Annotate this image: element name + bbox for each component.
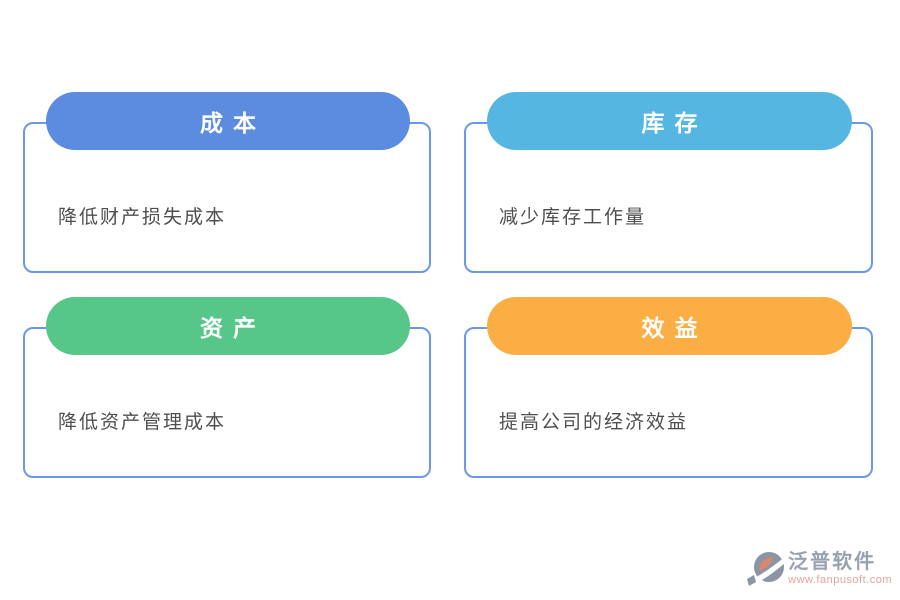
card-benefit-header-pill: 效益 (487, 297, 852, 355)
card-cost-header-pill: 成本 (46, 92, 410, 150)
fanpu-logo: 泛普软件 www.fanpusoft.com (746, 550, 892, 590)
fanpu-logo-name: 泛普软件 (788, 551, 877, 573)
card-asset-title: 资产 (200, 315, 266, 341)
card-cost-title: 成本 (200, 110, 266, 136)
card-inventory-title: 库存 (641, 110, 708, 136)
card-inventory-header-pill: 库存 (487, 92, 852, 150)
card-cost-body: 降低财产损失成本 (58, 207, 227, 228)
card-asset-header-pill: 资产 (46, 297, 410, 355)
card-benefit-body: 提高公司的经济效益 (499, 412, 689, 433)
card-benefit: 提高公司的经济效益 效益 (464, 297, 873, 479)
card-cost: 降低财产损失成本 成本 (23, 92, 431, 273)
card-inventory-body: 减少库存工作量 (499, 207, 647, 228)
card-inventory: 减少库存工作量 库存 (464, 92, 873, 273)
fanpu-logo-url: www.fanpusoft.com (788, 574, 892, 586)
card-benefit-title: 效益 (641, 315, 708, 341)
fanpu-logo-icon (747, 552, 787, 586)
card-asset: 降低资产管理成本 资产 (23, 297, 431, 479)
card-asset-body: 降低资产管理成本 (58, 412, 227, 433)
